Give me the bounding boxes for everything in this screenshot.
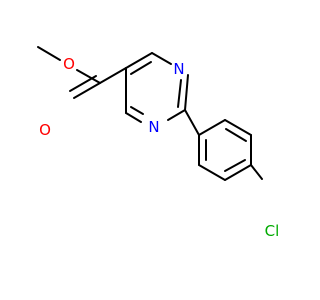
bond-n3-c4: [125, 112, 142, 123]
bond-carbonyl-double-a: [73, 82, 101, 99]
bond-ph-c5-c6: [198, 164, 226, 181]
chlorine-label: Cl: [265, 222, 280, 240]
bond-c5-c6-inner: [130, 61, 152, 75]
bonds: [37, 46, 263, 181]
bond-c5-c6: [125, 52, 153, 69]
bond-n1-c2: [184, 74, 189, 111]
bond-carbon-chlorine: [250, 164, 263, 180]
bond-ester-ring: [99, 67, 127, 84]
bond-pyrimidine-phenyl: [184, 109, 200, 136]
atom-labels: O O N N Cl: [39, 55, 279, 240]
ether-oxygen-label: O: [63, 55, 75, 73]
ring-nitrogen-bottom-label: N: [148, 118, 159, 136]
structure-diagram: O O N N Cl: [37, 46, 279, 240]
bond-oxygen-carbonyl-carbon: [76, 69, 101, 84]
ring-nitrogen-top-label: N: [173, 60, 184, 78]
bond-n3-c4-inner: [130, 106, 144, 115]
bond-ph-c2-c3-inner: [225, 128, 247, 142]
bond-ph-c4-c5: [224, 164, 252, 181]
bond-methyl-oxygen: [37, 46, 61, 61]
bond-ph-c4-c5-inner: [224, 159, 246, 172]
molecule-svg: O O N N Cl: [37, 46, 279, 240]
bond-carbonyl-double-b: [69, 75, 97, 92]
bond-n1-c2-inner: [177, 79, 182, 108]
bond-ph-c1-c2: [198, 119, 226, 136]
bond-c6-n1: [151, 52, 172, 65]
carbonyl-oxygen-label: O: [39, 121, 51, 139]
bond-ph-c2-c3: [224, 119, 252, 136]
bond-c2-n3: [167, 109, 186, 121]
